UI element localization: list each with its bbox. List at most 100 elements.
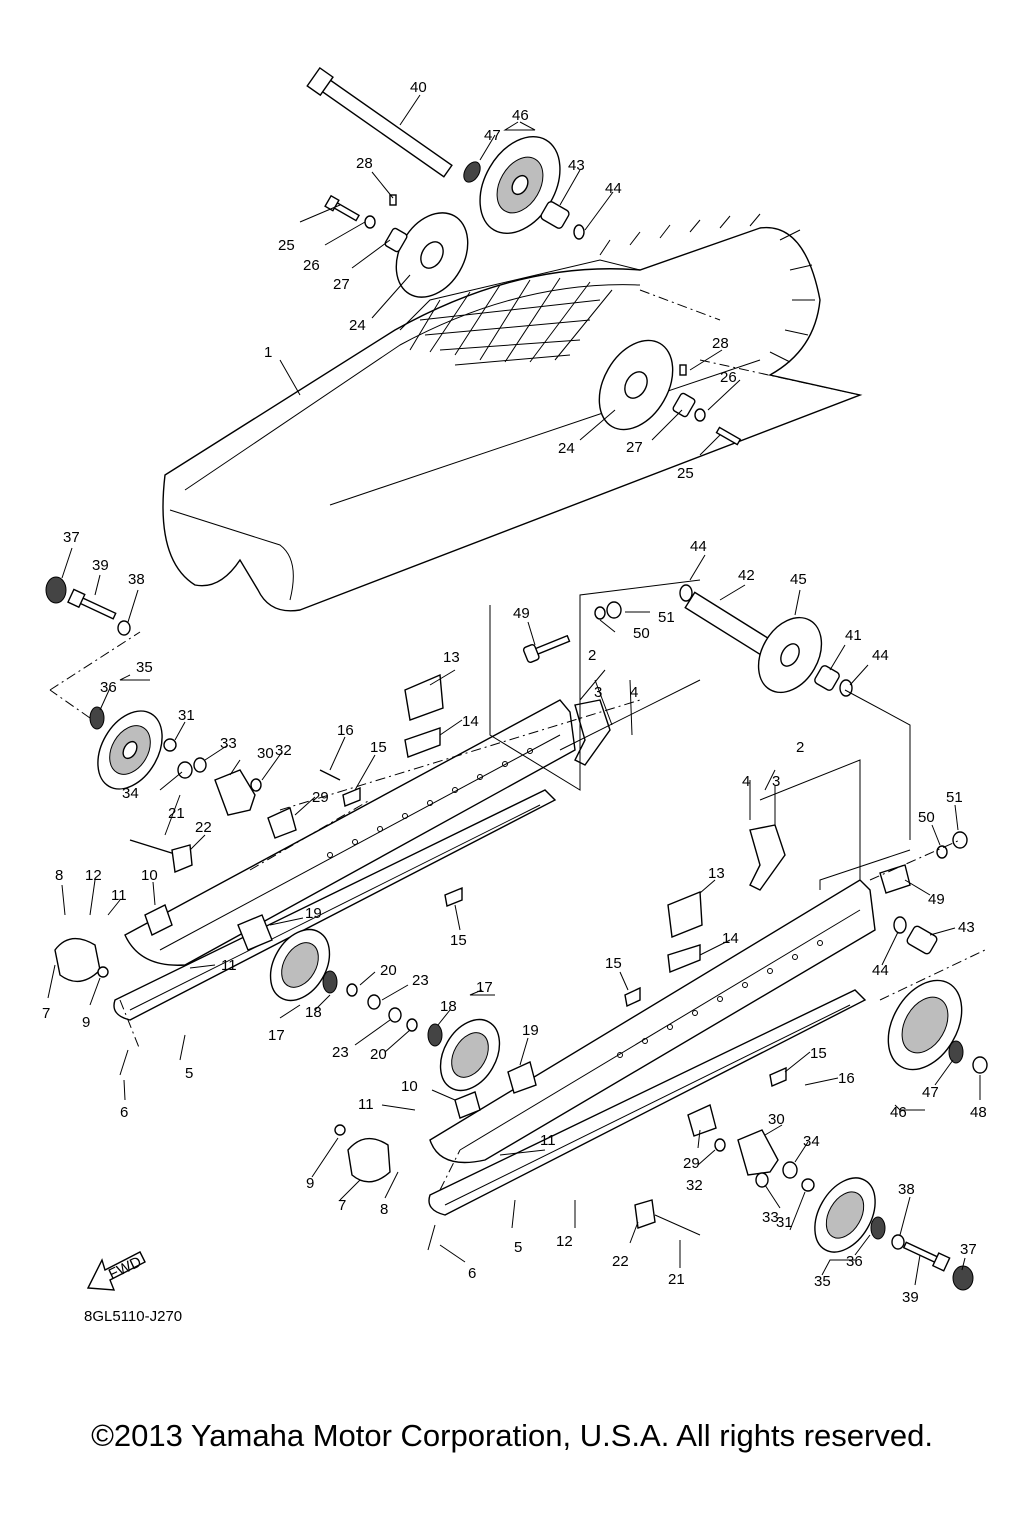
bracket-22-right: [634, 1199, 656, 1229]
callout-11: 11: [111, 887, 127, 904]
callout-35: 35: [814, 1273, 831, 1290]
callout-30: 30: [257, 745, 274, 762]
right-slide-rail: [428, 879, 876, 1216]
callout-37: 37: [960, 1241, 977, 1258]
bolt-21-left: [129, 839, 179, 856]
callout-30: 30: [768, 1111, 785, 1128]
bearing-18-left: [322, 970, 338, 994]
callout-46: 46: [512, 107, 529, 124]
washer-26-mid: [694, 408, 706, 422]
callout-43: 43: [568, 157, 585, 174]
axle-bolt-40: [306, 66, 453, 178]
grease-nipple-28-mid: [679, 364, 687, 376]
callout-12: 12: [556, 1233, 573, 1250]
copyright-notice: ©2013 Yamaha Motor Corporation, U.S.A. A…: [91, 1418, 933, 1453]
callout-23: 23: [412, 972, 429, 989]
callout-5: 5: [514, 1239, 522, 1256]
callout-47: 47: [922, 1084, 939, 1101]
washer-44-right: [893, 916, 907, 934]
callout-35: 35: [136, 659, 153, 676]
washer-50: [594, 606, 606, 620]
pin-16-left: [319, 769, 341, 781]
grease-nipple-28-top: [389, 194, 397, 206]
callout-3: 3: [772, 773, 780, 790]
callout-50: 50: [918, 809, 935, 826]
oring-33-left: [193, 757, 207, 773]
callout-26: 26: [303, 257, 320, 274]
drive-track: [162, 213, 863, 612]
rear-axle-assembly: [522, 584, 853, 697]
callout-1: 1: [264, 344, 272, 361]
callout-49: 49: [513, 605, 530, 622]
clip-15-left: [342, 786, 361, 807]
callout-27: 27: [626, 439, 643, 456]
callout-18: 18: [305, 1004, 322, 1021]
callout-22: 22: [195, 819, 212, 836]
callout-44: 44: [690, 538, 707, 555]
callout-31: 31: [178, 707, 195, 724]
callout-9: 9: [306, 1175, 314, 1192]
washer-26-top: [364, 215, 376, 229]
bracket-13-right: [667, 890, 703, 938]
callout-25: 25: [278, 237, 295, 254]
bracket-30-left: [214, 769, 256, 816]
nut-51-right: [952, 831, 968, 849]
bushing-19-left: [237, 914, 273, 951]
left-slide-rail: [113, 699, 576, 1021]
track-lugs: [409, 213, 815, 366]
rail-holes: [327, 748, 533, 858]
wheel-35-right: [814, 1177, 876, 1253]
collar-23-right: [388, 1007, 402, 1023]
washer-34-right: [782, 1161, 798, 1179]
callout-29: 29: [312, 789, 329, 806]
callout-44: 44: [605, 180, 622, 197]
callout-37: 37: [63, 529, 80, 546]
callout-44: 44: [872, 647, 889, 664]
washer-44-upper: [679, 584, 693, 602]
callout-31: 31: [776, 1214, 793, 1231]
screw-6-right: [427, 1224, 436, 1251]
bolt-39-left: [67, 588, 117, 620]
left-front-wheel-35: [97, 710, 163, 790]
bracket-13-left: [404, 673, 444, 721]
wheel-17-left: [269, 928, 331, 1002]
bushing-19-right: [507, 1061, 537, 1094]
callout-8: 8: [380, 1201, 388, 1218]
nut-48: [972, 1056, 988, 1074]
slider-10-left: [144, 904, 173, 936]
callout-12: 12: [85, 867, 102, 884]
clip-15-right-upper: [624, 986, 641, 1008]
callout-38: 38: [128, 571, 145, 588]
washer-20-left: [346, 983, 358, 997]
bearing-47-right: [948, 1040, 964, 1064]
bolt-39-right: [902, 1241, 951, 1272]
collar-23-left: [367, 994, 381, 1010]
callout-4: 4: [742, 773, 750, 790]
callout-32: 32: [686, 1177, 703, 1194]
callout-15: 15: [605, 955, 622, 972]
callout-13: 13: [443, 649, 460, 666]
callout-39: 39: [902, 1289, 919, 1306]
mid-idler-assembly: [598, 339, 742, 446]
washer-38-left: [117, 620, 131, 636]
idler-wheel-24-mid: [598, 339, 674, 431]
bearing-18-right: [427, 1023, 443, 1047]
clip-15-right-lower: [769, 1066, 787, 1087]
washer-44-rear: [839, 679, 853, 697]
collar-41: [814, 665, 840, 691]
washer-34-left: [177, 761, 193, 779]
washer-9-left: [97, 966, 109, 978]
callout-19: 19: [305, 905, 322, 922]
clip-31-left: [163, 738, 177, 752]
callout-34: 34: [122, 785, 139, 802]
idler-wheel-45: [757, 616, 823, 694]
washer-9-right: [334, 1124, 346, 1136]
bolt-49: [522, 634, 571, 663]
callout-44: 44: [872, 962, 889, 979]
callout-10: 10: [141, 867, 158, 884]
callout-2: 2: [796, 739, 804, 756]
callout-41: 41: [845, 627, 862, 644]
callout-27: 27: [333, 276, 350, 293]
bracket-14-left: [404, 727, 441, 758]
callout-14: 14: [722, 930, 739, 947]
